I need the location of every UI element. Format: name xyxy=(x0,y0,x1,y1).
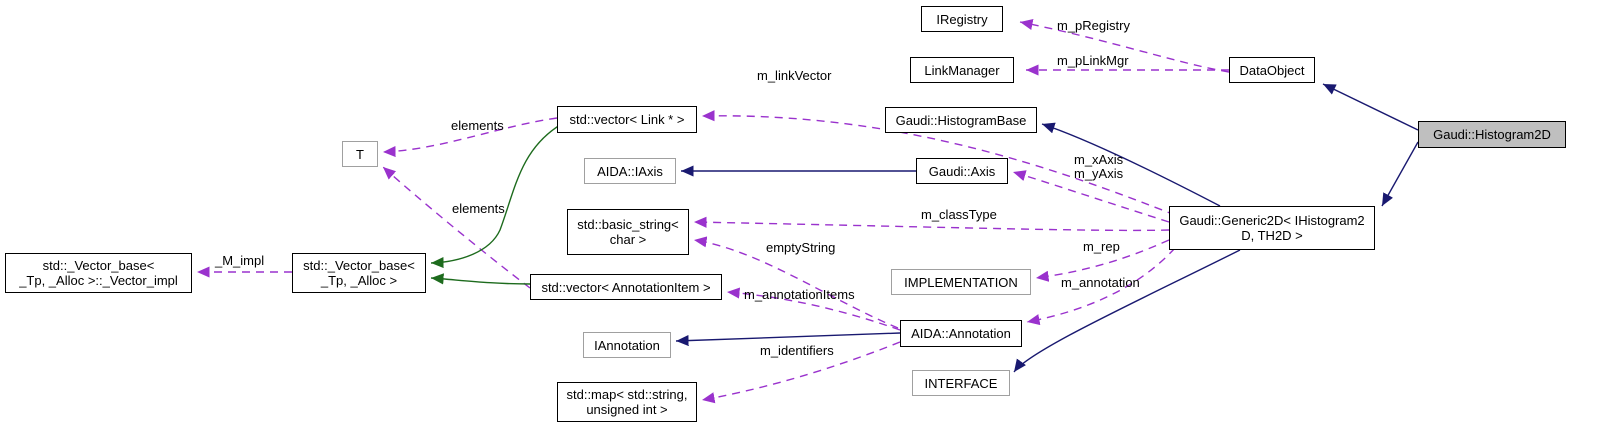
edge-emptyString xyxy=(693,236,899,329)
edge-m-annotationItems xyxy=(726,287,901,331)
node-t-template-param[interactable]: T xyxy=(342,141,378,167)
edge-inherit-histogrambase xyxy=(1041,122,1221,207)
edge-label-emptystring: emptyString xyxy=(766,240,836,255)
node-gaudi-generic2d[interactable]: Gaudi::Generic2D< IHistogram2 D, TH2D > xyxy=(1169,206,1375,250)
node-std-vector-annotationitem[interactable]: std::vector< AnnotationItem > xyxy=(530,274,722,300)
edge-elements-top xyxy=(382,117,558,158)
node-std-basic-string[interactable]: std::basic_string< char > xyxy=(567,209,689,255)
node-std-vector-base-vector-impl[interactable]: std::_Vector_base< _Tp, _Alloc >::_Vecto… xyxy=(5,253,192,293)
node-linkmanager[interactable]: LinkManager xyxy=(910,57,1014,83)
edge-label-m-classtype: m_classType xyxy=(921,207,997,222)
edge-m-pRegistry xyxy=(1019,18,1230,73)
edge-label-m-linkvector: m_linkVector xyxy=(757,68,832,83)
node-gaudi-axis[interactable]: Gaudi::Axis xyxy=(916,158,1008,184)
node-dataobject[interactable]: DataObject xyxy=(1229,57,1315,83)
edge-label-m-annotation: m_annotation xyxy=(1061,275,1140,290)
edge-template-vector-link xyxy=(430,124,561,269)
node-aida-iaxis[interactable]: AIDA::IAxis xyxy=(584,158,676,184)
node-iregistry[interactable]: IRegistry xyxy=(921,6,1003,32)
edge-label-m-annotationitems: m_annotationItems xyxy=(744,287,855,302)
edge-inherit-generic2d xyxy=(1381,141,1419,207)
edge-label-m-xaxis-m-yaxis: m_xAxis m_yAxis xyxy=(1074,152,1124,181)
edge-inherit-iannotation xyxy=(675,332,901,347)
edge-m-rep xyxy=(1035,239,1170,282)
edge-inherit-dataobject xyxy=(1322,83,1419,131)
edge-m-xAxis-yAxis xyxy=(1012,170,1170,223)
node-implementation[interactable]: IMPLEMENTATION xyxy=(891,269,1031,295)
edge-label-m-pregistry: m_pRegistry xyxy=(1057,18,1130,33)
node-gaudi-histogram2d[interactable]: Gaudi::Histogram2D xyxy=(1418,121,1566,148)
edge-m-identifiers-map xyxy=(701,341,901,404)
edge-m-classType xyxy=(693,216,1170,232)
edge-m-annotation xyxy=(1026,247,1176,326)
node-std-map-string-uint[interactable]: std::map< std::string, unsigned int > xyxy=(557,382,697,422)
edge-label-m-identifiers: m_identifiers xyxy=(760,343,834,358)
node-std-vector-link[interactable]: std::vector< Link * > xyxy=(557,106,697,133)
node-aida-annotation[interactable]: AIDA::Annotation xyxy=(900,320,1022,347)
node-interface[interactable]: INTERFACE xyxy=(912,370,1010,396)
node-iannotation[interactable]: IAnnotation xyxy=(583,332,671,358)
edge-template-vector-annitem xyxy=(430,273,531,285)
node-std-vector-base[interactable]: std::_Vector_base< _Tp, _Alloc > xyxy=(292,253,426,293)
edge-label-m-plinkmgr: m_pLinkMgr xyxy=(1057,53,1129,68)
edge-elements-bottom xyxy=(382,166,531,289)
edge-label-elements-top: elements xyxy=(451,118,504,133)
node-gaudi-histogrambase[interactable]: Gaudi::HistogramBase xyxy=(885,107,1037,133)
edge-m-linkVector xyxy=(701,110,1176,216)
edge-label-m-impl: _M_impl xyxy=(215,253,265,268)
edge-inherit-interface xyxy=(1013,249,1241,373)
edge-label-m-rep: m_rep xyxy=(1083,239,1120,254)
edge-label-elements-bottom: elements xyxy=(452,201,505,216)
